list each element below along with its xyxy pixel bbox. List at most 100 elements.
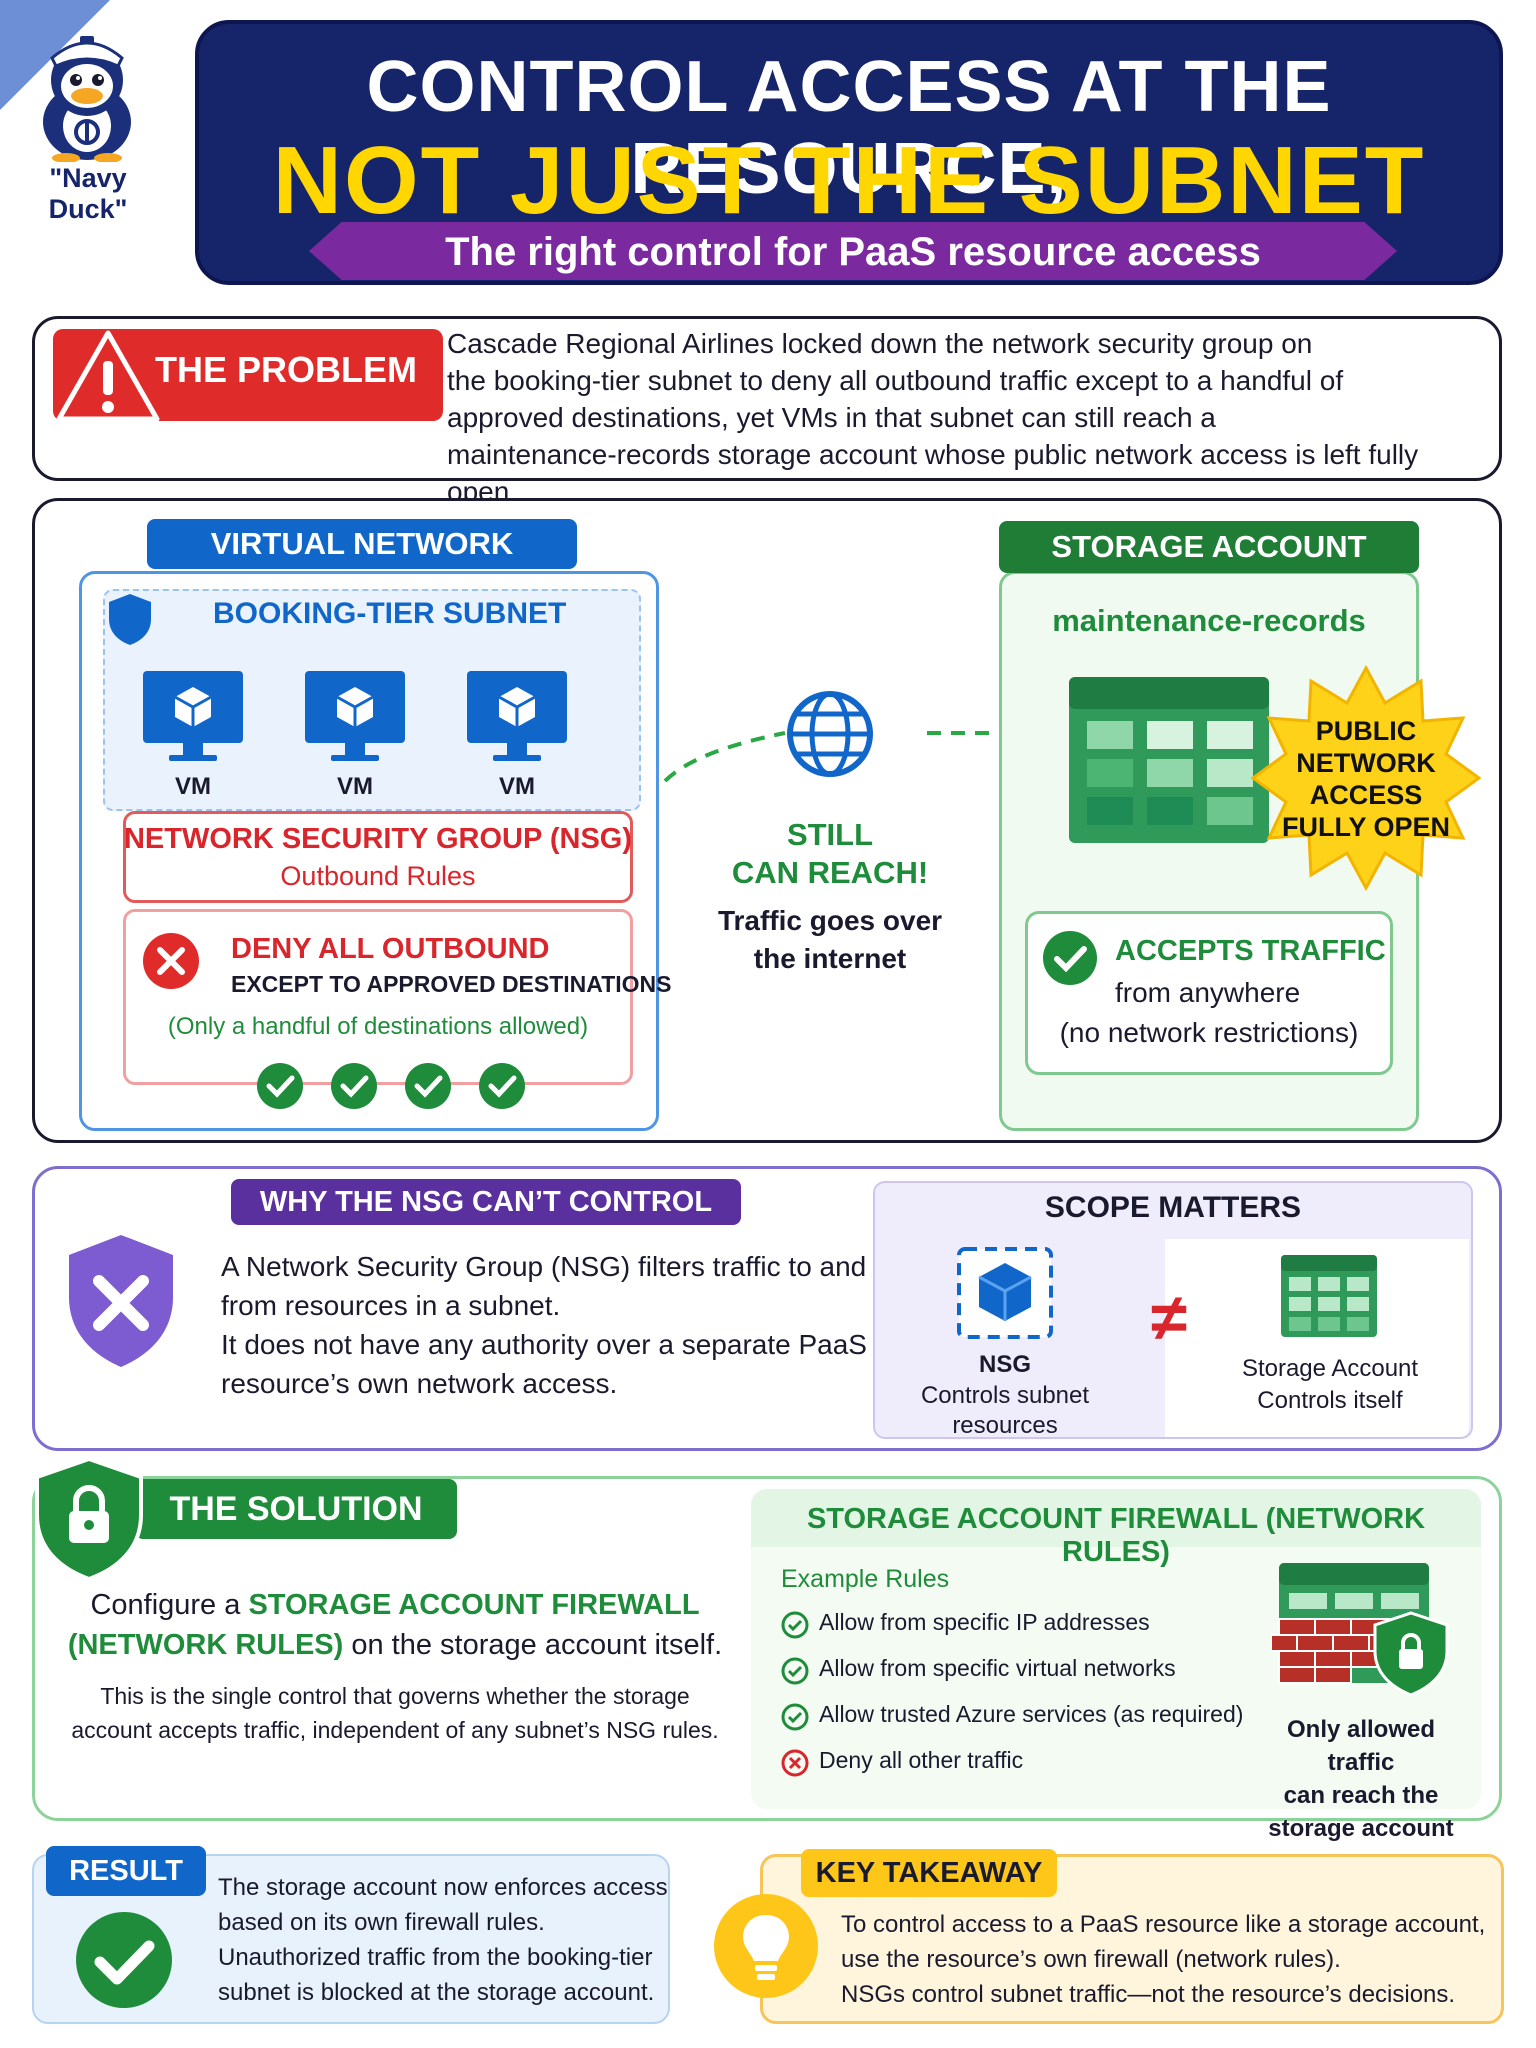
rule-text: Allow from specific IP addresses <box>819 1609 1150 1635</box>
why-line: It does not have any authority over a se… <box>221 1329 867 1360</box>
takeaway-panel: KEY TAKEAWAY To control access to a PaaS… <box>714 1849 1504 2024</box>
not-equal-sign: ≠ <box>1150 1280 1188 1354</box>
vm-label: VM <box>337 773 373 800</box>
vm-label: VM <box>499 773 535 800</box>
rule-item: Allow from specific IP addresses <box>781 1609 1261 1655</box>
vm-icon <box>143 671 243 771</box>
scope-nsg-desc-line: Controls subnet <box>920 1382 1090 1409</box>
subnet-label: BOOKING-TIER SUBNET <box>213 597 567 630</box>
firewall-title-bg <box>751 1489 1481 1547</box>
check-outline-icon <box>781 1703 809 1731</box>
public-access-burst <box>1250 663 1482 893</box>
why-line: A Network Security Group (NSG) filters t… <box>221 1251 867 1282</box>
problem-tag: THE PROBLEM <box>155 349 418 390</box>
burst-line: ACCESS <box>1309 780 1423 810</box>
title-line-1: CONTROL ACCESS AT THE RESOURCE, <box>366 47 1332 209</box>
lightbulb-icon <box>711 1891 821 2001</box>
problem-line: Cascade Regional Airlines locked down th… <box>447 328 1313 359</box>
still-line-2: CAN REACH! <box>731 855 929 890</box>
only-allowed-line: Only allowed traffic <box>1286 1716 1436 1776</box>
solution-desc: This is the single control that governs … <box>65 1679 725 1747</box>
deny-title: DENY ALL OUTBOUND <box>231 933 550 965</box>
example-rules-label: Example Rules <box>781 1565 950 1593</box>
traffic-line-1: Traffic goes over <box>717 905 943 936</box>
only-allowed-line: storage account <box>1268 1815 1454 1842</box>
only-allowed-text: Only allowed traffic can reach the stora… <box>1251 1713 1471 1845</box>
burst-line: PUBLIC <box>1315 716 1417 746</box>
storage-account-name: maintenance-records <box>1052 603 1366 638</box>
nsg-title: NETWORK SECURITY GROUP (NSG) <box>123 823 633 855</box>
takeaway-line: NSGs control subnet traffic—not the reso… <box>841 1981 1456 2008</box>
storage-table-icon <box>1069 677 1269 843</box>
check-outline-icon <box>781 1657 809 1685</box>
firewall-title: STORAGE ACCOUNT FIREWALL (NETWORK RULES) <box>806 1503 1426 1568</box>
result-tag: RESULT <box>46 1846 206 1896</box>
problem-panel: THE PROBLEM Cascade Regional Airlines lo… <box>32 316 1502 507</box>
solution-desc-line: account accepts traffic, independent of … <box>71 1717 719 1743</box>
solution-pre: Configure a <box>90 1589 249 1621</box>
scope-nsg-desc: Controls subnet resources <box>895 1381 1115 1441</box>
mascot-label: "Navy Duck" <box>48 163 128 224</box>
diagram-panel: VIRTUAL NETWORK BOOKING-TIER SUBNET VM V… <box>32 498 1502 1143</box>
takeaway-tag: KEY TAKEAWAY <box>801 1849 1057 1897</box>
storage-account-tag: STORAGE ACCOUNT <box>999 521 1419 573</box>
rule-item: Deny all other traffic <box>781 1747 1261 1793</box>
problem-text: Cascade Regional Airlines locked down th… <box>447 325 1487 510</box>
accepts-line-2: (no network restrictions) <box>1059 1017 1359 1048</box>
scope-sa-desc: Storage Account Controls itself <box>1215 1353 1445 1417</box>
firewall-storage-icon <box>1270 1563 1451 1703</box>
deny-note: (Only a handful of destinations allowed) <box>167 1013 589 1040</box>
nsg-subtitle: Outbound Rules <box>280 861 476 891</box>
accepts-title: ACCEPTS TRAFFIC <box>1115 935 1386 967</box>
shield-icon <box>105 591 155 647</box>
why-line: from resources in a subnet. <box>221 1290 561 1321</box>
takeaway-line: use the resource’s own firewall (network… <box>841 1946 1341 1973</box>
storage-table-icon <box>1281 1255 1377 1337</box>
solution-post: on the storage account itself. <box>343 1629 723 1661</box>
takeaway-text: To control access to a PaaS resource lik… <box>841 1907 1485 2012</box>
deny-subtitle: EXCEPT TO APPROVED DESTINATIONS <box>231 971 672 997</box>
virtual-network-tag: VIRTUAL NETWORK <box>147 519 577 569</box>
solution-headline-line-2: (NETWORK RULES) on the storage account i… <box>65 1625 725 1665</box>
solution-panel: THE SOLUTION Configure a STORAGE ACCOUNT… <box>32 1456 1502 1842</box>
rule-text: Allow from specific virtual networks <box>819 1655 1176 1681</box>
rule-item: Allow from specific virtual networks <box>781 1655 1261 1701</box>
why-tag: WHY THE NSG CAN’T CONTROL THIS <box>231 1179 741 1264</box>
result-line: Unauthorized traffic from the booking-ti… <box>218 1944 653 1971</box>
header-banner: CONTROL ACCESS AT THE RESOURCE, NOT JUST… <box>195 20 1503 285</box>
only-allowed-line: can reach the <box>1283 1782 1439 1809</box>
shield-x-icon <box>61 1231 181 1371</box>
traffic-line-2: the internet <box>753 943 907 974</box>
problem-line: maintenance-records storage account whos… <box>447 439 1419 507</box>
nsg-cube-icon <box>955 1245 1055 1341</box>
why-text: A Network Security Group (NSG) filters t… <box>221 1247 867 1403</box>
solution-headline-line-1: Configure a STORAGE ACCOUNT FIREWALL <box>65 1585 725 1625</box>
vm-icon <box>467 671 567 771</box>
x-outline-icon <box>781 1749 809 1777</box>
takeaway-line: To control access to a PaaS resource lik… <box>841 1911 1486 1938</box>
public-access-text: PUBLIC NETWORK ACCESS FULLY OPEN <box>1251 715 1481 843</box>
subtitle-ribbon: The right control for PaaS resource acce… <box>309 222 1397 280</box>
result-line: The storage account now enforces access <box>218 1874 668 1901</box>
why-line: resource’s own network access. <box>221 1368 618 1399</box>
result-line: subnet is blocked at the storage account… <box>218 1979 655 2006</box>
rule-text: Deny all other traffic <box>819 1747 1024 1773</box>
title-line-2: NOT JUST THE SUBNET <box>272 127 1426 234</box>
rule-item: Allow trusted Azure services (as require… <box>781 1701 1261 1747</box>
subtitle: The right control for PaaS resource acce… <box>445 230 1261 274</box>
result-text: The storage account now enforces access … <box>218 1870 668 2010</box>
warning-icon <box>53 327 163 427</box>
check-circle-icon <box>331 1063 377 1109</box>
still-line-1: STILL <box>786 817 874 852</box>
result-check-icon <box>74 1910 174 2010</box>
globe-icon <box>785 689 875 779</box>
check-circle-icon <box>257 1063 303 1109</box>
lock-shield-icon <box>31 1455 147 1583</box>
scope-sa-desc-line: Storage Account <box>1241 1355 1419 1382</box>
vm-label: VM <box>175 773 211 800</box>
problem-line: the booking-tier subnet to deny all outb… <box>447 365 1344 396</box>
check-circle-icon <box>405 1063 451 1109</box>
scope-title: SCOPE MATTERS <box>1044 1191 1302 1224</box>
scope-sa-desc-line: Controls itself <box>1257 1387 1403 1414</box>
